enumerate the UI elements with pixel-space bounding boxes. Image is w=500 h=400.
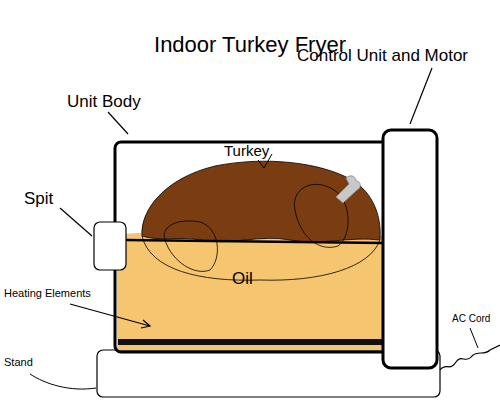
turkey-body	[142, 161, 380, 242]
turkey-wing	[164, 221, 217, 272]
part-label: AC Cord	[452, 313, 490, 324]
arrow-head	[141, 320, 150, 328]
part-label: Heating Elements	[4, 287, 91, 299]
control-unit	[383, 130, 437, 368]
leader-line	[108, 112, 128, 134]
leader-line	[60, 208, 92, 236]
part-label: Turkey	[224, 143, 269, 160]
part-label: Oil	[232, 270, 253, 289]
ac-cord	[440, 345, 500, 370]
leader-line	[70, 304, 150, 326]
part-label: Spit	[24, 190, 53, 209]
spit-rod	[125, 240, 385, 243]
leader-line	[410, 68, 432, 124]
part-label: Control Unit and Motor	[297, 47, 468, 66]
part-label: Unit Body	[67, 93, 141, 112]
oil-fill	[117, 233, 390, 350]
spit-knob	[94, 222, 126, 270]
leader-line	[470, 328, 478, 348]
part-label: Stand	[4, 356, 33, 368]
leader-line	[30, 374, 96, 389]
leg-bone	[336, 176, 360, 203]
heating-element	[118, 339, 386, 345]
unit-body	[115, 142, 392, 352]
